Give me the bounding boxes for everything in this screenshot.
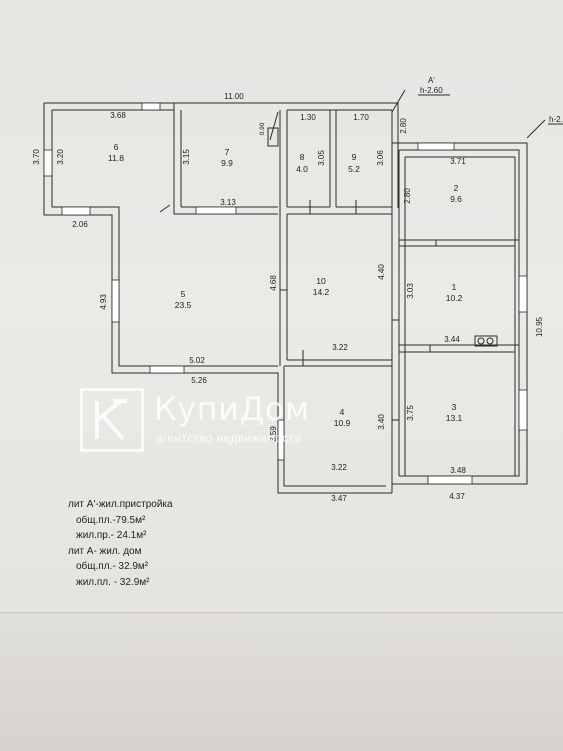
legend-lit-a: лит А- жил. дом (68, 545, 142, 557)
watermark: КупиДом агентство недвижимости (80, 388, 370, 452)
dim-r7-bottom: 3.13 (220, 198, 236, 207)
dim-r6-left-outer: 3.70 (32, 149, 41, 165)
room-9-area: 5.2 (348, 164, 360, 174)
room-10-number: 10 (316, 276, 326, 286)
windows (43, 102, 528, 485)
dim-r1-left: 3.03 (406, 283, 415, 299)
dim-top-total: 11.00 (224, 92, 244, 101)
dim-r5-left: 4.93 (99, 294, 108, 310)
dim-r3-bottom: 3.48 (450, 466, 466, 475)
room-9-number: 9 (352, 152, 357, 162)
room-8-number: 8 (300, 152, 305, 162)
dim-r4-left: 3.59 (269, 426, 278, 442)
dim-right-total: 10.95 (535, 316, 544, 337)
dim-r4-bottom-inner: 3.22 (331, 463, 347, 472)
a-prime-height: h-2.60 (420, 86, 443, 95)
dim-r7-left: 3.15 (182, 149, 191, 165)
dim-r9-side: 3.06 (376, 150, 385, 166)
dim-r7-door: 0.90 (259, 122, 266, 135)
legend-a-living: жил.пл. - 32.9м² (76, 576, 150, 588)
a-prime-marker-label: А' (428, 76, 435, 85)
room-8-area: 4.0 (296, 164, 308, 174)
room-4-number: 4 (340, 407, 345, 417)
room-3-area: 13.1 (446, 413, 463, 423)
walls-a (391, 142, 528, 493)
room-5-number: 5 (181, 289, 186, 299)
room-6-number: 6 (114, 142, 119, 152)
dim-r9-top: 1.70 (353, 113, 369, 122)
legend-lit-a-prime: лит А'-жил.пристройка (68, 499, 173, 510)
room-7-area: 9.9 (221, 158, 233, 168)
dim-r1-bottom: 3.44 (444, 335, 460, 344)
dim-step-width: 2.06 (72, 220, 88, 229)
room-6-area: 11.8 (108, 153, 124, 163)
room-10-area: 14.2 (313, 287, 330, 297)
fixtures (267, 127, 498, 347)
dim-bottom-left: 3.47 (331, 494, 347, 503)
doors (159, 89, 546, 421)
watermark-tagline: агентство недвижимости (156, 433, 302, 445)
dim-r6-left-inner: 3.20 (56, 149, 65, 165)
dim-r6-top: 3.68 (110, 111, 126, 120)
room-5-area: 23.5 (175, 300, 192, 310)
watermark-name: КупиДом (154, 390, 310, 428)
dim-r4-right: 3.40 (377, 414, 386, 430)
dim-r8-side: 3.05 (317, 150, 326, 166)
dim-r2-top: 3.71 (450, 157, 466, 166)
a-height: h-2.80 (549, 115, 563, 124)
dim-r8-top: 1.30 (300, 113, 316, 122)
legend-a-prime-living: жил.пр.- 24.1м² (76, 530, 147, 541)
room-1-number: 1 (452, 282, 457, 292)
watermark-logo-icon (80, 388, 144, 452)
room-4-area: 10.9 (334, 418, 351, 428)
room-2-number: 2 (454, 183, 459, 193)
dim-r5-bottom-outer: 5.26 (191, 376, 207, 385)
legend-a-total: общ.пл.- 32.9м² (76, 561, 149, 572)
dim-r2-left: 2.80 (403, 188, 412, 204)
room-7-number: 7 (225, 147, 230, 157)
dim-r3-left: 3.75 (406, 405, 415, 421)
legend-a-prime-total: общ.пл.-79.5м² (76, 514, 146, 526)
dim-step-height: 2.80 (399, 118, 408, 134)
dim-r10-bottom: 3.22 (332, 343, 348, 352)
room-3-number: 3 (452, 402, 457, 412)
dim-r5-bottom-inner: 5.02 (189, 356, 205, 365)
dim-r10-right: 4.40 (377, 264, 386, 280)
dim-bottom-right: 4.37 (449, 492, 465, 501)
dim-r5-right: 4.68 (269, 275, 278, 291)
area-legend: лит А'-жил.пристройка общ.пл.-79.5м² жил… (68, 497, 308, 590)
room-2-area: 9.6 (450, 194, 462, 204)
room-1-area: 10.2 (446, 293, 463, 303)
paper-shadow-area (0, 612, 563, 751)
